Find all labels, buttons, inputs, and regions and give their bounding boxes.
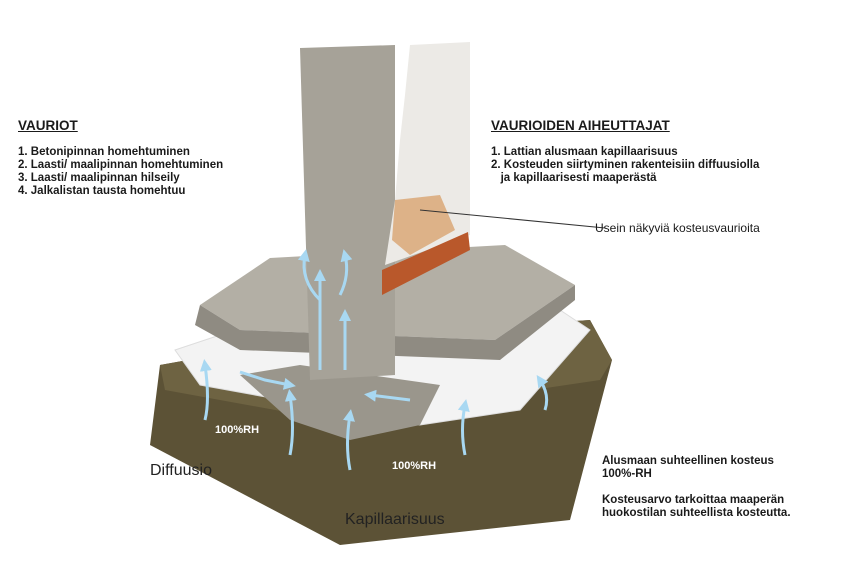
- cause-item: ja kapillaarisesti maaperästä: [491, 172, 657, 184]
- moisture-arrows: [199, 249, 549, 471]
- soil-note-line: 100%-RH: [602, 468, 652, 480]
- callout-line: [419, 209, 606, 229]
- capillary-label: Kapillaarisuus: [345, 511, 445, 528]
- damage-item: 1. Betonipinnan homehtuminen: [18, 146, 190, 158]
- soil-note-line: huokostilan suhteellista kosteutta.: [602, 507, 791, 519]
- cause-item: 2. Kosteuden siirtyminen rakenteisiin di…: [491, 159, 760, 171]
- soil-note: Alusmaan suhteellinen kosteus 100%-RH Ko…: [602, 455, 791, 520]
- causes-list: 1. Lattian alusmaan kapillaarisuus 2. Ko…: [491, 146, 759, 185]
- rh-label-left: 100%RH: [215, 424, 260, 436]
- damage-item: 3. Laasti/ maalipinnan hilseily: [18, 172, 180, 184]
- skirting-board: [382, 232, 470, 295]
- damages-title: VAURIOT: [18, 118, 78, 133]
- diffusion-label: Diffuusio: [150, 462, 212, 479]
- damage-item: 4. Jalkalistan tausta homehtuu: [18, 185, 186, 197]
- damage-item: 2. Laasti/ maalipinnan homehtuminen: [18, 159, 224, 171]
- floor-slab-edge: [195, 285, 575, 360]
- causes-title: VAURIOIDEN AIHEUTTAJAT: [491, 118, 670, 133]
- rh-label-center: 100%RH: [392, 460, 437, 472]
- callout-label: Usein näkyviä kosteusvaurioita: [595, 221, 760, 235]
- wall-concrete: [300, 45, 395, 380]
- damages-list: 1. Betonipinnan homehtuminen 2. Laasti/ …: [18, 146, 223, 198]
- soil-note-line: Kosteusarvo tarkoittaa maaperän: [602, 494, 785, 506]
- paint-peeling: [392, 195, 455, 255]
- soil-note-line: Alusmaan suhteellinen kosteus: [602, 455, 774, 467]
- cause-item: 1. Lattian alusmaan kapillaarisuus: [491, 146, 678, 158]
